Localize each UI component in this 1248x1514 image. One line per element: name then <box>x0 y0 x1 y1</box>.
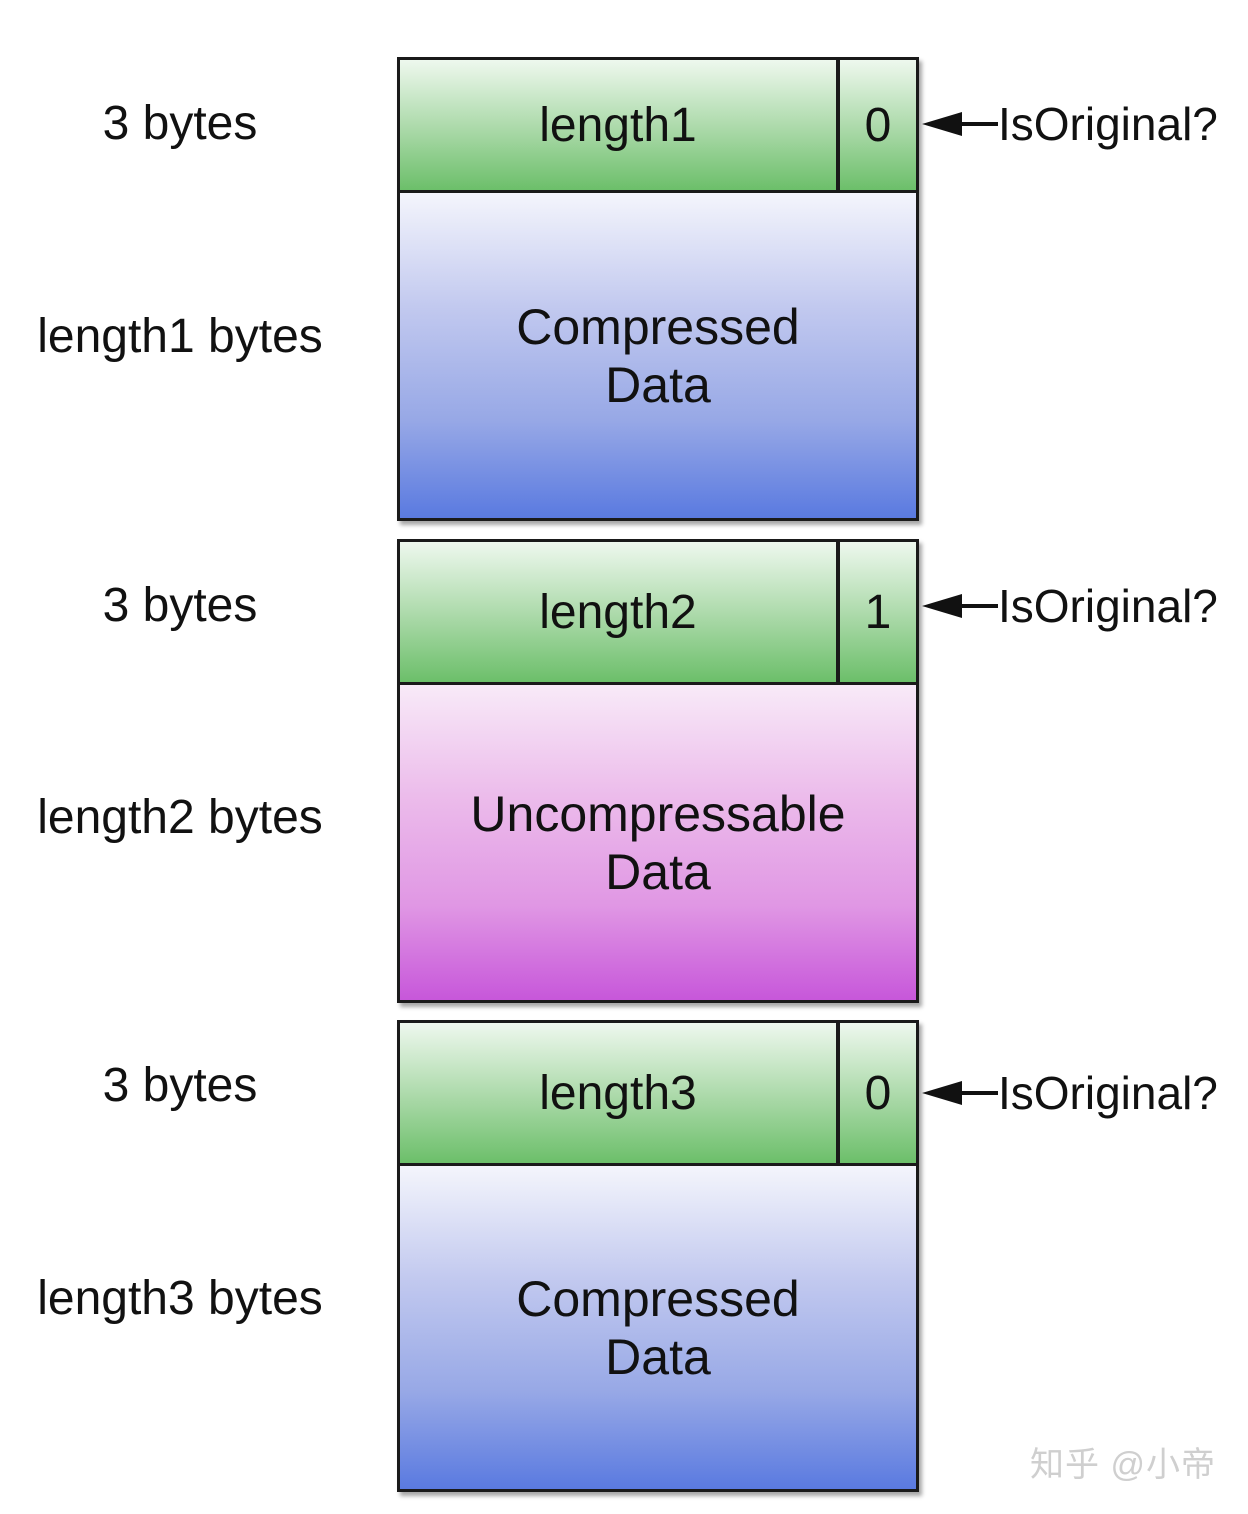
left-arrow-icon <box>922 1081 998 1105</box>
chunk-data-2: Uncompressable Data <box>400 685 916 1000</box>
data-size-label-2: length2 bytes <box>37 791 323 844</box>
length-field-3: length3 <box>400 1023 840 1163</box>
is-original-flag-2: 1 <box>864 585 892 639</box>
chunk-data-text-1b: Data <box>605 356 711 413</box>
size-label-3: 3 bytes <box>102 1059 258 1112</box>
annotation-text-3: IsOriginal? <box>998 1067 1218 1119</box>
chunk-data-text-2a: Uncompressable <box>470 785 846 842</box>
chunk-data-1: Compressed Data <box>400 193 916 518</box>
size-label-1: 3 bytes <box>102 97 258 150</box>
chunk-data-text-1a: Compressed <box>516 298 800 355</box>
length-field-1: length1 <box>400 60 840 190</box>
size-label-2: 3 bytes <box>102 579 258 632</box>
chunk-block-2: length2 1 Uncompressable Data <box>397 539 919 1003</box>
chunk-data-text-3b: Data <box>605 1328 711 1385</box>
chunk-data-text-3a: Compressed <box>516 1270 800 1327</box>
chunk-header-3: length3 0 <box>400 1023 916 1166</box>
is-original-flag-1: 0 <box>864 98 892 152</box>
is-original-flag-3: 0 <box>864 1066 892 1120</box>
chunk-data-3: Compressed Data <box>400 1166 916 1489</box>
length-field-2: length2 <box>400 542 840 682</box>
chunk-header-2: length2 1 <box>400 542 916 685</box>
data-size-label-3: length3 bytes <box>37 1272 323 1325</box>
left-arrow-icon <box>922 594 998 618</box>
annotation-3: IsOriginal? <box>922 1063 1218 1123</box>
chunk-header-1: length1 0 <box>400 60 916 193</box>
annotation-text-1: IsOriginal? <box>998 98 1218 150</box>
annotation-1: IsOriginal? <box>922 94 1218 154</box>
watermark: 知乎 @小帝 <box>1030 1446 1216 1484</box>
annotation-2: IsOriginal? <box>922 576 1218 636</box>
chunk-block-3: length3 0 Compressed Data <box>397 1020 919 1492</box>
annotation-text-2: IsOriginal? <box>998 580 1218 632</box>
chunk-block-1: length1 0 Compressed Data <box>397 57 919 521</box>
left-arrow-icon <box>922 112 998 136</box>
chunk-data-text-2b: Data <box>605 843 711 900</box>
data-size-label-1: length1 bytes <box>37 310 323 363</box>
